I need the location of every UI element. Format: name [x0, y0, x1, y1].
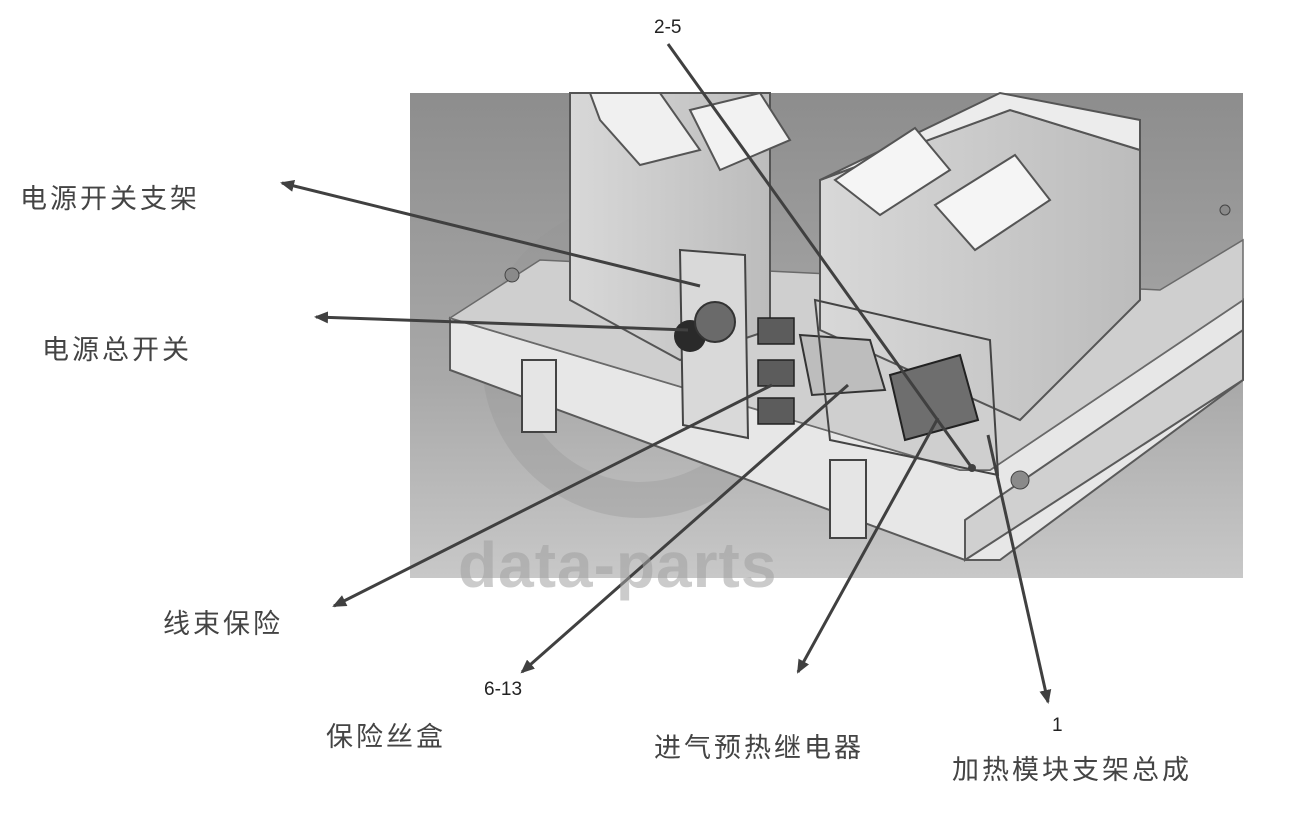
leader-2-5-dot	[968, 464, 976, 472]
chassis-hole-1	[504, 267, 520, 283]
callout-2-5: 2-5	[654, 17, 682, 38]
left-battery-cap	[588, 92, 702, 167]
latch-left	[521, 359, 557, 433]
harness-fuse-3	[757, 397, 795, 425]
label-main-power-switch: 电源总开关	[42, 335, 192, 366]
latch-right	[829, 459, 867, 539]
chassis-side	[964, 328, 1244, 562]
label-fuse-box: 保险丝盒	[326, 722, 446, 753]
arrow-power-switch-bracket	[280, 180, 701, 288]
arrow-intake-preheat-relay	[796, 417, 940, 674]
label-power-switch-bracket: 电源开关支架	[20, 184, 200, 215]
label-harness-fuse: 线束保险	[163, 609, 283, 640]
right-battery-cap-1	[833, 126, 952, 217]
leader-2-5	[666, 43, 974, 469]
arrow-main-power-switch	[314, 311, 689, 332]
preheat-relay-body	[888, 353, 980, 442]
arrow-heating-module-bracket	[986, 434, 1052, 704]
label-intake-preheat-relay: 进气预热继电器	[654, 733, 864, 764]
label-heating-module-bracket-assembly: 加热模块支架总成	[952, 755, 1192, 786]
watermark-text: data-parts	[458, 529, 778, 601]
switch-bracket-plate	[678, 248, 750, 440]
callout-1: 1	[1052, 715, 1063, 736]
right-battery-top	[819, 91, 1141, 181]
left-battery-cap-2	[688, 91, 792, 172]
chassis-hole-3	[1219, 204, 1231, 216]
arrow-harness-fuse	[332, 383, 773, 608]
right-battery-cap-2	[933, 153, 1052, 252]
callout-6-13: 6-13	[484, 679, 523, 700]
arrow-fuse-box	[520, 383, 849, 674]
chassis-hole-2	[1010, 470, 1030, 490]
harness-fuse-2	[757, 359, 795, 387]
harness-fuse-1	[757, 317, 795, 345]
main-switch-body	[694, 301, 736, 343]
